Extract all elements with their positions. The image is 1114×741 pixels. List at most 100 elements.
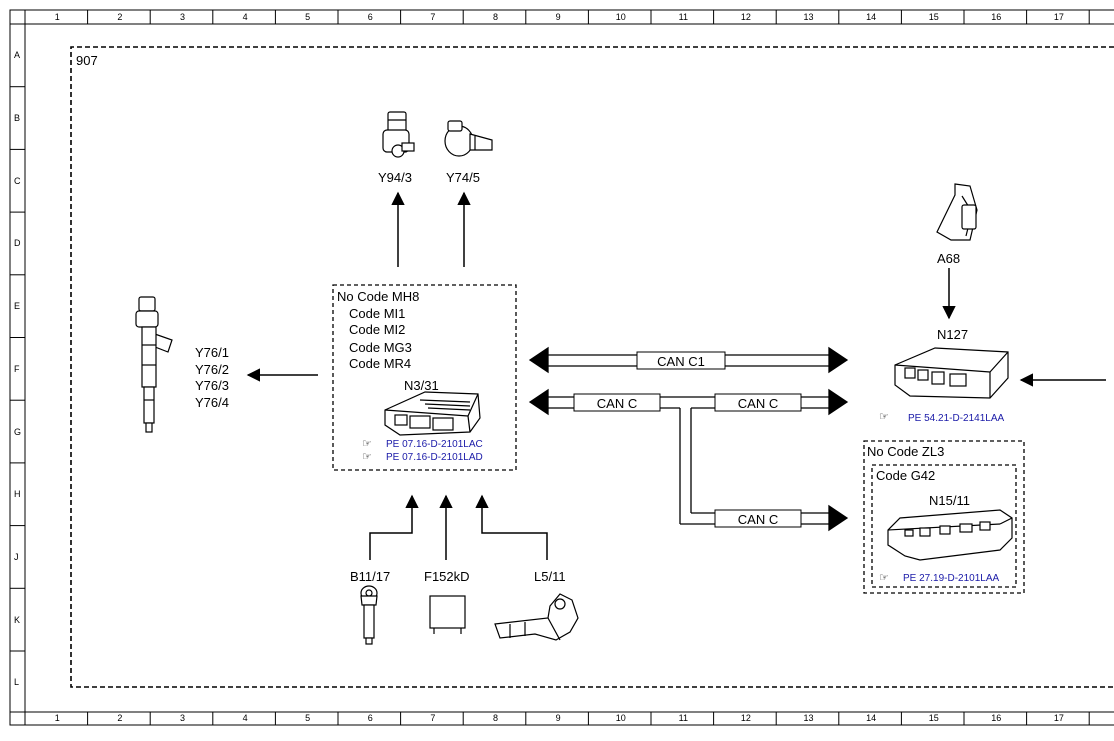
- grid-column-label: 15: [928, 12, 939, 22]
- grid-column-label: 17: [1053, 12, 1064, 22]
- n127-module-icon: [894, 347, 1009, 399]
- grid-row-label: J: [14, 551, 19, 562]
- grid-column-label: 10: [615, 12, 626, 22]
- zl3-ref[interactable]: PE 27.19-D-2101LAA: [903, 573, 1000, 584]
- y76-2-label[interactable]: Y76/2: [195, 362, 229, 377]
- y94-label[interactable]: Y94/3: [378, 170, 412, 185]
- grid-column-label: 13: [803, 713, 814, 723]
- g42-inner-label: Code G42: [876, 468, 936, 483]
- n15-11-controller-icon: [887, 509, 1013, 561]
- ecu-option-box: [332, 284, 517, 471]
- can-c-right-label: CAN C: [737, 396, 779, 411]
- g42-inner-box: [871, 464, 1017, 588]
- pointing-hand-icon: ☞: [879, 572, 889, 584]
- line-l5-to-ecu: [475, 494, 548, 560]
- n3-31-label[interactable]: N3/31: [404, 378, 439, 393]
- line-b11-to-ecu: [369, 494, 419, 560]
- zl3-outer-label: No Code ZL3: [867, 444, 945, 459]
- y76-4-label[interactable]: Y76/4: [195, 395, 229, 410]
- f152kd-relay-icon: [429, 595, 466, 634]
- a68-label[interactable]: A68: [937, 251, 961, 266]
- grid-row-label: G: [14, 426, 22, 437]
- n3-31-ecu-icon: [384, 391, 481, 436]
- ecu-ref-2[interactable]: PE 07.16-D-2101LAD: [386, 452, 483, 463]
- can-c-left-label: CAN C: [596, 396, 638, 411]
- grid-column-label: 1: [54, 713, 60, 723]
- grid-column-label: 4: [242, 713, 248, 723]
- ecu-code-line-3: Code MI2: [349, 322, 406, 337]
- grid-column-label: 11: [678, 713, 688, 723]
- ecu-code-line-1: No Code MH8: [337, 289, 420, 304]
- grid-column-label: 5: [305, 713, 311, 723]
- b11-17-label[interactable]: B11/17: [350, 569, 391, 584]
- grid-column-label: 14: [866, 12, 877, 22]
- drawing-frame: [9, 9, 1114, 726]
- grid-column-label: 3: [179, 713, 185, 723]
- y74-label[interactable]: Y74/5: [446, 170, 480, 185]
- can-bus-lines: [528, 346, 849, 532]
- grid-column-label: 16: [991, 713, 1002, 723]
- grid-column-label: 1: [54, 12, 60, 22]
- l5-11-sensor-icon: [494, 593, 579, 641]
- grid-column-label: 7: [430, 713, 436, 723]
- grid-column-label: 5: [305, 12, 311, 22]
- grid-column-label: 7: [430, 12, 436, 22]
- grid-row-label: F: [14, 363, 20, 374]
- grid-column-label: 6: [367, 713, 373, 723]
- grid-column-label: 8: [492, 12, 498, 22]
- grid-column-label: 2: [117, 12, 123, 22]
- n127-label[interactable]: N127: [937, 327, 969, 342]
- can-label-boxes: [573, 351, 802, 528]
- grid-row-label: K: [14, 614, 21, 625]
- grid-row-label: D: [14, 238, 21, 249]
- grid-column-label: 15: [928, 713, 939, 723]
- grid-row-label: H: [14, 489, 21, 500]
- grid-column-label: 6: [367, 12, 373, 22]
- pointing-hand-icon: ☞: [362, 438, 372, 450]
- can-c1-arrow-right: [828, 346, 849, 374]
- can-c-arrow-right: [828, 388, 849, 416]
- zone-label: 907: [76, 53, 98, 68]
- ecu-code-line-2: Code MI1: [349, 306, 406, 321]
- ecu-code-line-4: Code MG3: [349, 340, 412, 355]
- grid-column-label: 11: [678, 12, 688, 22]
- grid-column-label: 12: [740, 12, 751, 22]
- grid-column-label: 14: [866, 713, 877, 723]
- y76-1-label[interactable]: Y76/1: [195, 345, 229, 360]
- y74-5-valve-icon: [444, 120, 493, 157]
- grid-ticks: [10, 10, 1090, 725]
- grid-row-label: B: [14, 113, 21, 124]
- grid-column-label: 16: [991, 12, 1002, 22]
- y94-3-valve-icon: [382, 111, 415, 158]
- can-c-lower-label: CAN C: [737, 512, 779, 527]
- l5-11-label[interactable]: L5/11: [534, 569, 566, 584]
- grid-column-label: 13: [803, 12, 814, 22]
- n15-11-label[interactable]: N15/11: [929, 493, 970, 508]
- grid-row-label: A: [14, 50, 21, 61]
- grid-column-label: 10: [615, 713, 626, 723]
- b11-17-sensor-icon: [360, 585, 378, 645]
- pointing-hand-icon: ☞: [362, 451, 372, 463]
- can-c-lower-arrow-right: [828, 504, 849, 532]
- can-c-arrow-left: [528, 388, 549, 416]
- grid-column-label: 9: [555, 713, 561, 723]
- ecu-ref-1[interactable]: PE 07.16-D-2101LAC: [386, 439, 483, 450]
- can-c1-arrow-left: [528, 346, 549, 374]
- grid-column-label: 2: [117, 713, 123, 723]
- a68-pedal-icon: [936, 183, 978, 241]
- signal-lines: [246, 191, 1106, 560]
- grid-column-label: 3: [179, 12, 185, 22]
- grid-column-label: 9: [555, 12, 561, 22]
- grid-row-label: C: [14, 175, 21, 186]
- n127-ref[interactable]: PE 54.21-D-2141LAA: [908, 413, 1005, 424]
- pointing-hand-icon: ☞: [879, 411, 889, 423]
- zl3-outer-box: [863, 440, 1025, 594]
- y76-3-label[interactable]: Y76/3: [195, 378, 229, 393]
- grid-row-label: L: [14, 677, 20, 688]
- grid-column-label: 4: [242, 12, 248, 22]
- can-c1-label: CAN C1: [657, 354, 705, 369]
- y76-injector-icon: [135, 296, 173, 433]
- grid-row-label: E: [14, 301, 21, 312]
- zone-907-border: [70, 46, 1114, 688]
- f152kd-label[interactable]: F152kD: [424, 569, 470, 584]
